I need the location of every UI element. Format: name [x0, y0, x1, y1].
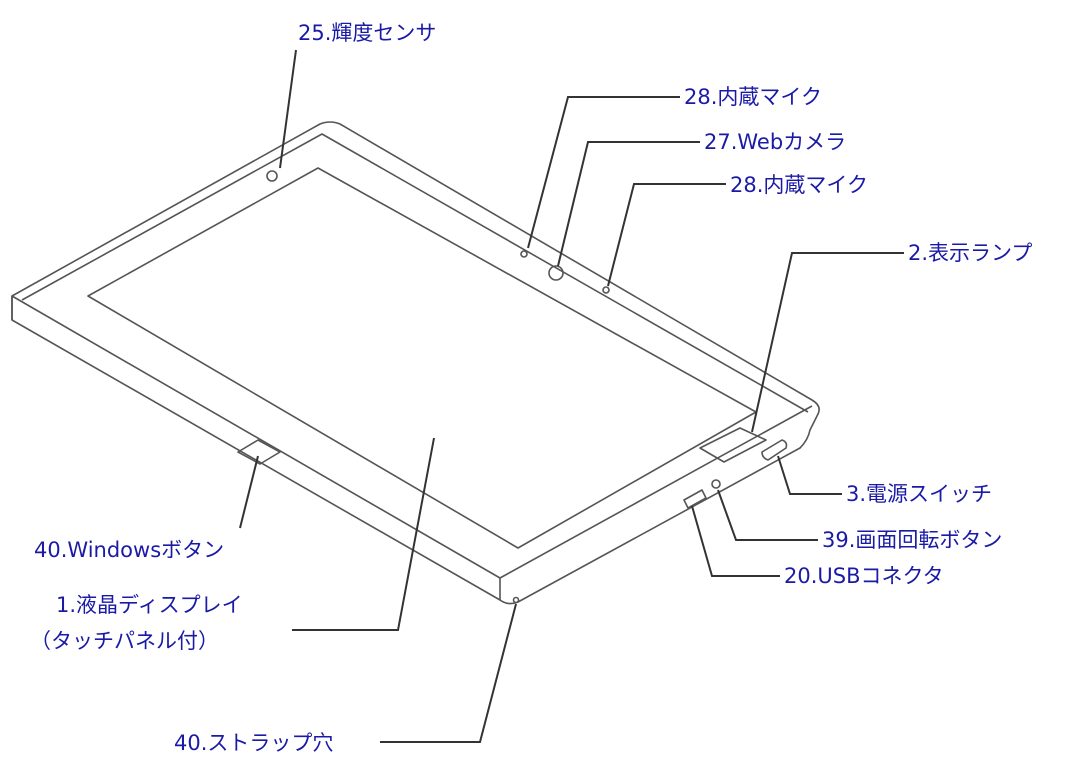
leader-brightness-sensor: [279, 49, 297, 169]
lcd-screen[interactable]: [87, 167, 757, 549]
leader-rotation-button: [717, 489, 818, 541]
leader-indicator-lamp: [751, 252, 904, 433]
mic-upper: [520, 250, 528, 258]
usb-connector[interactable]: [683, 489, 707, 509]
leader-power-switch[interactable]: [777, 455, 842, 495]
tablet-body: [11, 121, 820, 605]
indicator-lamp: [699, 427, 767, 463]
label-brightness-sensor: 25.輝度センサ: [298, 21, 437, 45]
label-lcd-line1: 1.液晶ディスプレイ: [56, 593, 243, 617]
label-windows-button: 40.Windowsボタン: [34, 538, 225, 562]
label-web-camera: 27.Webカメラ: [704, 130, 847, 154]
leader-lcd: [292, 437, 435, 631]
leader-lines: [239, 49, 904, 743]
leader-mic-lower: [607, 183, 726, 287]
brightness-sensor: [266, 170, 278, 182]
power-switch[interactable]: [761, 439, 788, 461]
web-camera: [548, 265, 564, 281]
leader-windows-button: [239, 455, 259, 529]
leader-web-camera: [557, 141, 700, 267]
windows-button[interactable]: [237, 439, 281, 465]
leader-mic-upper: [527, 96, 680, 249]
leader-usb-connector: [691, 505, 780, 577]
label-power-switch: 3.電源スイッチ: [846, 482, 993, 506]
label-mic-lower: 28.内蔵マイク: [730, 173, 868, 197]
label-strap-hole: 40.ストラップ穴: [174, 731, 334, 755]
label-lcd-line2: （タッチパネル付）: [30, 629, 219, 653]
bezel-inner: [21, 133, 809, 413]
label-indicator-lamp: 2.表示ランプ: [908, 241, 1033, 265]
mic-lower: [602, 286, 610, 294]
label-rotation-button: 39.画面回転ボタン: [822, 528, 1003, 552]
label-mic-upper: 28.内蔵マイク: [684, 85, 822, 109]
leader-strap-hole: [380, 603, 517, 743]
strap-hole: [512, 596, 520, 604]
rotation-button[interactable]: [711, 479, 721, 489]
label-usb-connector: 20.USBコネクタ: [784, 564, 944, 588]
tablet-edge: [11, 295, 813, 579]
